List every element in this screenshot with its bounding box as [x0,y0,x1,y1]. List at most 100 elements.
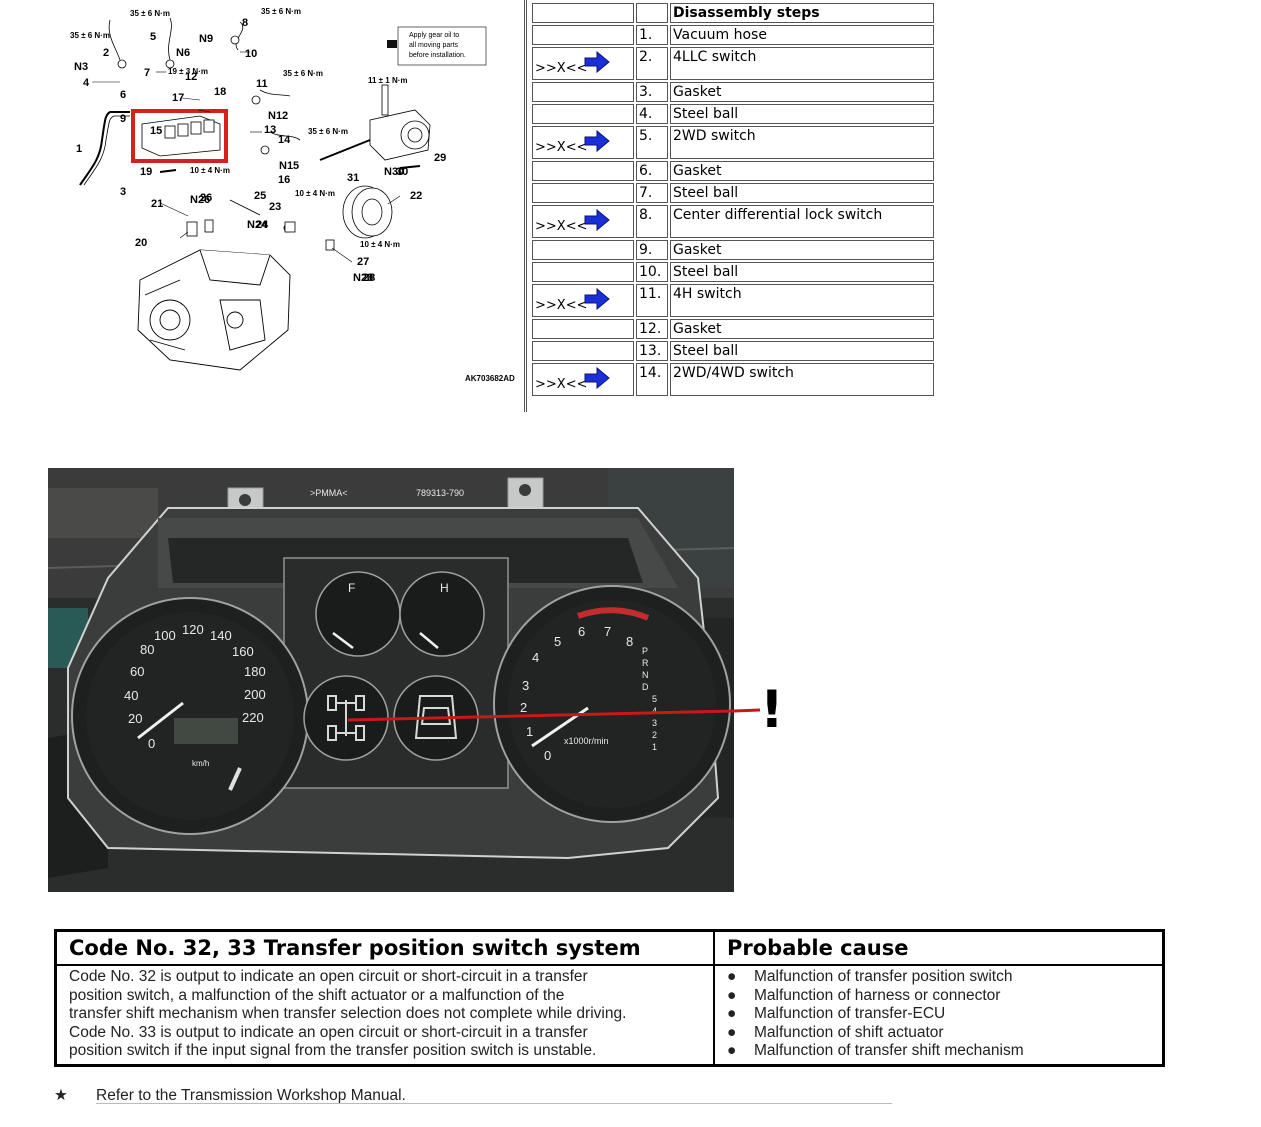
blue-arrow-icon [584,288,610,310]
speed-tick-40: 40 [124,688,138,703]
exclamation-mark: ! [760,680,784,740]
cause-text: Malfunction of transfer shift mechanism [754,1042,1024,1059]
step-ref-cell [532,319,634,339]
description-line: transfer shift mechanism when transfer s… [69,1005,627,1022]
step-ref-cell [532,82,634,102]
cause-item: ●Malfunction of transfer position switch [727,968,1024,987]
table-header-row: Disassembly steps [532,3,934,23]
step-number: 10. [636,262,668,282]
speed-unit: km/h [192,759,209,768]
figure-code: AK703682AD [465,374,515,383]
switch-housing [141,115,221,157]
xref-text: >>X<< [535,377,588,392]
n-label-26: N26 [190,194,210,206]
steps-header: Disassembly steps [670,3,934,23]
part-marking-left: >PMMA< [310,488,348,498]
xref-link[interactable]: >>X<< [535,127,631,158]
step-row: 12.Gasket [532,319,934,339]
header-divider [57,964,1162,966]
label-4: 4 [83,77,90,89]
star-icon: ★ [54,1087,68,1104]
temp-gauge: H [399,571,485,657]
blue-arrow-icon [584,130,610,152]
xref-link[interactable]: >>X<< [535,206,631,237]
part-labels: 1 2 3 4 5 6 7 8 9 10 11 12 13 14 15 16 1… [76,17,446,284]
cause-text: Malfunction of harness or connector [754,986,1001,1004]
instrument-cluster-photo: >PMMA< 789313-790 0 20 40 60 80 100 120 … [48,468,734,892]
table-left-rule [524,0,527,412]
transfer-case [137,249,291,371]
label-5: 5 [150,31,156,43]
tach-tick-3: 3 [522,678,529,693]
step-part-name: Gasket [670,319,934,339]
tach-tick-6: 6 [578,624,585,639]
xref-link[interactable]: >>X<< [535,48,631,79]
bullet-icon: ● [727,1023,737,1041]
step-part-name: Vacuum hose [670,25,934,45]
step-number: 9. [636,240,668,260]
step-ref-cell: >>X<< [532,126,634,159]
diagram-drawing: Apply gear oil to all moving parts befor… [70,7,515,383]
label-18: 18 [214,86,226,98]
step-row: >>X<<5.2WD switch [532,126,934,159]
n-label-6: N6 [176,47,190,59]
step-number: 3. [636,82,668,102]
xref-text: >>X<< [535,140,588,155]
shift-actuator [319,84,431,161]
step-part-name: 2WD switch [670,126,934,159]
bullet-icon: ● [727,968,737,985]
tach-tick-2: 2 [520,700,527,715]
oil-can-icon [387,40,397,48]
blue-arrow-icon [584,51,610,73]
step-number: 6. [636,161,668,181]
label-19: 19 [140,166,152,178]
label-26: 26 [200,192,212,204]
temp-hot-mark: H [440,581,449,595]
speed-tick-120: 120 [182,622,204,637]
step-part-name: 2WD/4WD switch [670,363,934,396]
xref-link[interactable]: >>X<< [535,285,631,316]
bullet-icon: ● [727,986,737,1004]
tach-tick-4: 4 [532,650,539,665]
header-blank-1 [532,3,634,23]
n-label-12: N12 [268,110,288,122]
label-24: 24 [256,219,269,231]
annotation-line-extension [734,708,760,713]
label-28: 28 [363,272,375,284]
blue-arrow-icon [584,367,610,389]
footer-note: ★Refer to the Transmission Workshop Manu… [54,1086,406,1105]
exploded-parts-diagram: Apply gear oil to all moving parts befor… [60,0,520,390]
step-row: 13.Steel ball [532,341,934,361]
torque-labels: 35 ± 6 N·m 35 ± 6 N·m 35 ± 6 N·m 19 ± 3 … [70,7,408,249]
step-row: >>X<<2.4LLC switch [532,47,934,80]
label-21: 21 [151,198,163,210]
step-number: 2. [636,47,668,80]
speed-tick-180: 180 [244,664,266,679]
cause-item: ● Malfunction of harness or connector [727,987,1024,1006]
step-row: >>X<<11.4H switch [532,284,934,317]
cause-text: Malfunction of transfer-ECU [754,1005,946,1022]
label-15: 15 [150,125,162,137]
cluster-drawing: >PMMA< 789313-790 0 20 40 60 80 100 120 … [48,468,734,892]
torque-4: 19 ± 3 N·m [168,67,208,76]
label-14: 14 [278,134,291,146]
cause-text: Malfunction of shift actuator [754,1023,944,1041]
gear-indicator: P R N D 5 4 3 2 1 [642,646,657,752]
xref-text: >>X<< [535,219,588,234]
label-31: 31 [347,172,359,184]
tach-tick-7: 7 [604,624,611,639]
torque-10: 10 ± 4 N·m [360,240,400,249]
annotation-line [347,709,734,722]
label-9: 9 [120,113,126,125]
step-ref-cell [532,341,634,361]
label-2: 2 [103,47,109,59]
xref-text: >>X<< [535,298,588,313]
speed-tick-0: 0 [148,736,155,751]
speed-tick-100: 100 [154,628,176,643]
label-27: 27 [357,256,369,268]
fuel-gauge: F [315,571,401,657]
step-part-name: Steel ball [670,341,934,361]
xref-link[interactable]: >>X<< [535,364,631,395]
step-part-name: Steel ball [670,183,934,203]
